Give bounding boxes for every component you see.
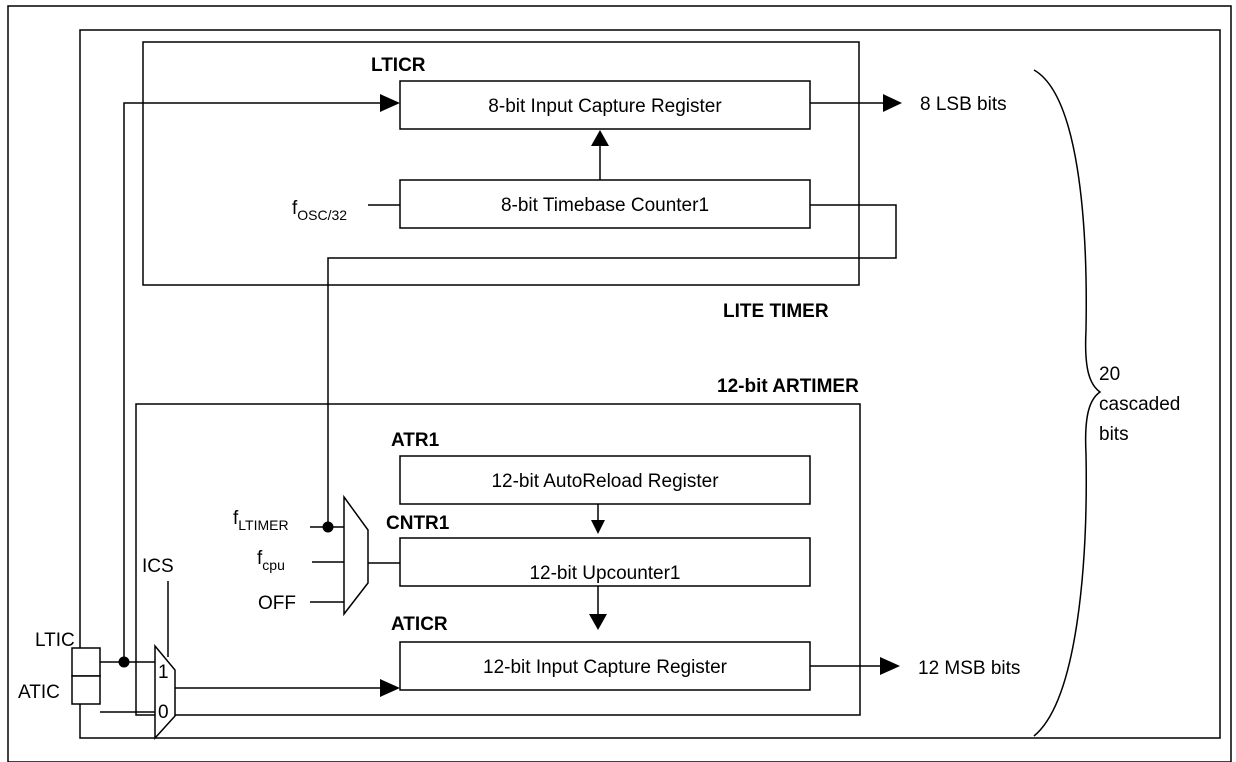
timebase-counter-box	[399, 179, 811, 229]
ltic-junction-dot	[118, 656, 130, 668]
upcounter-label: 12-bit Upcounter1	[529, 563, 680, 584]
clock-mux	[343, 494, 369, 617]
artimer-block: 12-bit ARTIMER ATR1 12-bit AutoReload Re…	[135, 376, 1020, 740]
input-capture-mux	[154, 643, 176, 740]
ltic-pin	[71, 647, 101, 677]
artimer-title: 12-bit ARTIMER	[717, 376, 859, 397]
page-border	[7, 5, 1232, 762]
off-label: OFF	[258, 593, 296, 614]
atic-pin	[71, 675, 101, 705]
reload-to-counter-arrowhead	[591, 520, 605, 534]
cascade-brace	[1033, 69, 1102, 737]
lticr-label: LTICR	[371, 55, 426, 76]
lite-timer-block: LITE TIMER LTICR 8-bit Input Capture Reg…	[142, 41, 1007, 322]
msb-output-arrowhead	[880, 657, 900, 675]
outer-frame	[79, 29, 1221, 739]
ltic-capture-arrowhead	[380, 94, 400, 112]
mux-input-1-label: 1	[158, 662, 169, 683]
atr1-label: ATR1	[391, 430, 440, 451]
brace-note-line-1: 20	[1099, 364, 1120, 385]
ltimer-junction-dot	[322, 521, 334, 533]
counter-to-capture-arrowhead	[591, 130, 609, 146]
upcounter-box	[399, 537, 811, 587]
timebase-counter-label: 8-bit Timebase Counter1	[501, 195, 709, 216]
ltimer-clock-wire	[327, 204, 897, 526]
lite-timer-frame	[142, 41, 860, 286]
cntr1-label: CNTR1	[386, 513, 450, 534]
lsb-output-label: 8 LSB bits	[920, 94, 1007, 115]
aticr-label: ATICR	[391, 614, 448, 635]
lite-timer-title: LITE TIMER	[723, 301, 829, 322]
ltimer-clock-label: fLTIMER	[233, 508, 289, 533]
cpu-clock-label: fcpu	[257, 548, 285, 573]
artimer-capture-register-box	[399, 641, 811, 691]
input-pins: LTIC ATIC	[18, 630, 155, 713]
lsb-output-arrowhead	[883, 94, 902, 112]
counter-to-aticr-arrowhead	[589, 614, 607, 630]
ltic-to-lite-capture-wire	[123, 102, 380, 662]
autoreload-register-box	[399, 455, 811, 505]
brace-note-line-3: bits	[1099, 424, 1129, 445]
lite-capture-register-box	[399, 80, 811, 130]
mux-input-0-label: 0	[158, 702, 169, 723]
lite-capture-register-label: 8-bit Input Capture Register	[488, 96, 722, 117]
autoreload-register-label: 12-bit AutoReload Register	[491, 471, 719, 492]
atic-pin-label: ATIC	[18, 682, 60, 703]
msb-output-label: 12 MSB bits	[918, 658, 1020, 679]
mux-to-aticr-arrowhead	[380, 679, 400, 697]
artimer-capture-register-label: 12-bit Input Capture Register	[483, 657, 728, 678]
artimer-frame	[135, 403, 861, 716]
fosc-clock-label: fOSC/32	[292, 198, 347, 223]
ics-label: ICS	[142, 556, 174, 577]
brace-note-line-2: cascaded	[1099, 394, 1180, 415]
ltic-pin-label: LTIC	[35, 630, 75, 651]
